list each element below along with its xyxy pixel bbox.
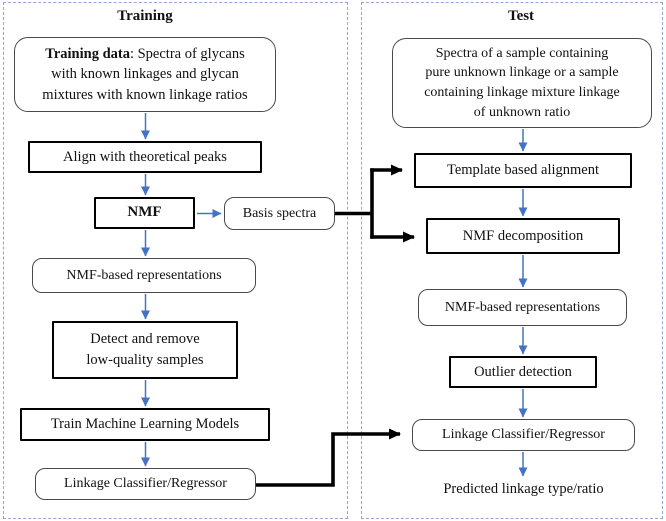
template-alignment-box: Template based alignment [414,153,632,188]
training-nmf-representations-box: NMF-based representations [32,258,256,293]
align-theoretical-peaks-box: Align with theoretical peaks [28,141,262,173]
test-nmf-representations-box: NMF-based representations [418,289,627,326]
training-panel-title: Training [117,8,173,24]
test-panel [361,2,663,519]
training-data-box: Training data: Spectra of glycans with k… [14,37,276,112]
detect-remove-box: Detect and remove low-quality samples [52,321,238,379]
training-panel [3,2,348,519]
train-ml-models-box: Train Machine Learning Models [20,408,270,441]
nmf-box: NMF [94,197,195,229]
test-linkage-classifier-box: Linkage Classifier/Regressor [412,419,635,451]
predicted-output-text: Predicted linkage type/ratio [443,480,604,497]
training-data-rest: : Spectra of glycans with known linkages… [42,45,248,103]
training-linkage-classifier-box: Linkage Classifier/Regressor [35,468,256,500]
test-data-box: Spectra of a sample containing pure unkn… [392,38,652,128]
training-data-text: Training data: Spectra of glycans with k… [42,44,247,106]
nmf-decomposition-box: NMF decomposition [426,218,620,254]
basis-spectra-box: Basis spectra [224,197,335,230]
outlier-detection-box: Outlier detection [449,356,597,388]
training-data-lead: Training data [45,45,130,62]
test-panel-title: Test [507,8,535,24]
